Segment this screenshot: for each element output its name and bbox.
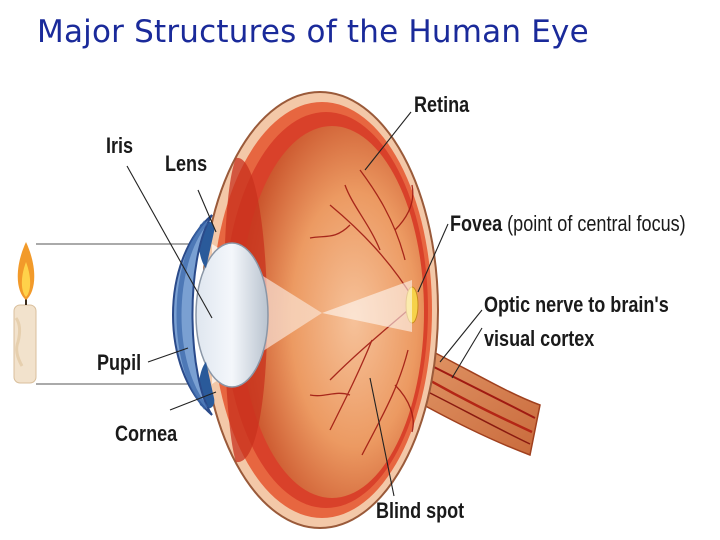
label-retina: Retina	[414, 92, 470, 117]
label-iris: Iris	[106, 133, 134, 158]
label-lens: Lens	[165, 151, 208, 176]
label-blind-spot: Blind spot	[376, 498, 465, 523]
label-fovea-term: Fovea	[450, 211, 503, 236]
label-pupil: Pupil	[97, 350, 142, 375]
page-title: Major Structures of the Human Eye	[37, 14, 589, 50]
label-optic-nerve-line2: visual cortex	[484, 326, 595, 351]
lens	[195, 242, 269, 388]
label-fovea: Fovea (point of central focus)	[450, 211, 686, 237]
label-optic-nerve-line1: Optic nerve to brain's	[484, 292, 669, 317]
label-fovea-note: (point of central focus)	[507, 211, 686, 236]
label-cornea: Cornea	[115, 421, 178, 446]
candle	[13, 242, 37, 384]
